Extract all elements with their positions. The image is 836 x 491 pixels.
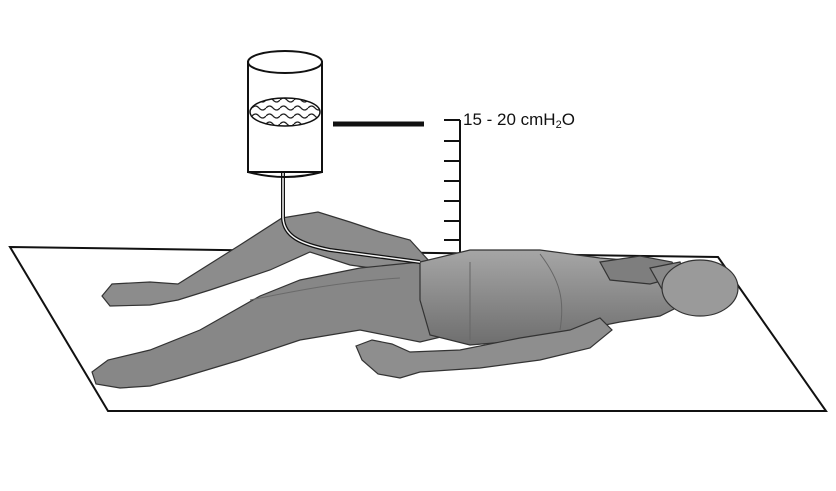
pressure-label: 15 - 20 cmH2O (463, 110, 575, 131)
liquid-surface (250, 98, 320, 126)
patient-head (662, 260, 738, 316)
pressure-scale (444, 120, 460, 252)
fluid-reservoir (248, 51, 322, 177)
